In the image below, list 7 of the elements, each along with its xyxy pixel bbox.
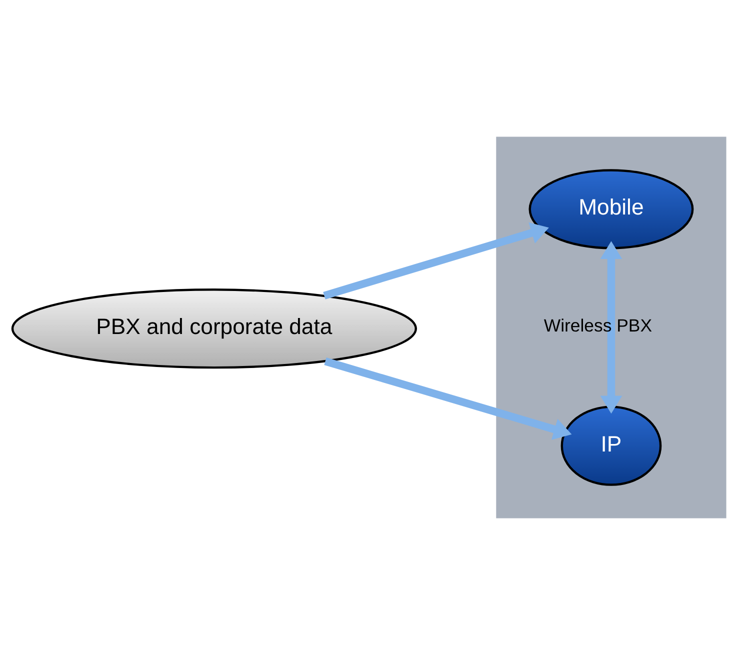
edge-label: Wireless PBX xyxy=(544,316,652,336)
arrow xyxy=(324,358,572,440)
arrow xyxy=(600,241,622,414)
node-ellipse: PBX and corporate data xyxy=(11,288,417,369)
arrow xyxy=(323,222,549,300)
node-ellipse: IP xyxy=(560,406,662,486)
cluster xyxy=(496,136,726,518)
